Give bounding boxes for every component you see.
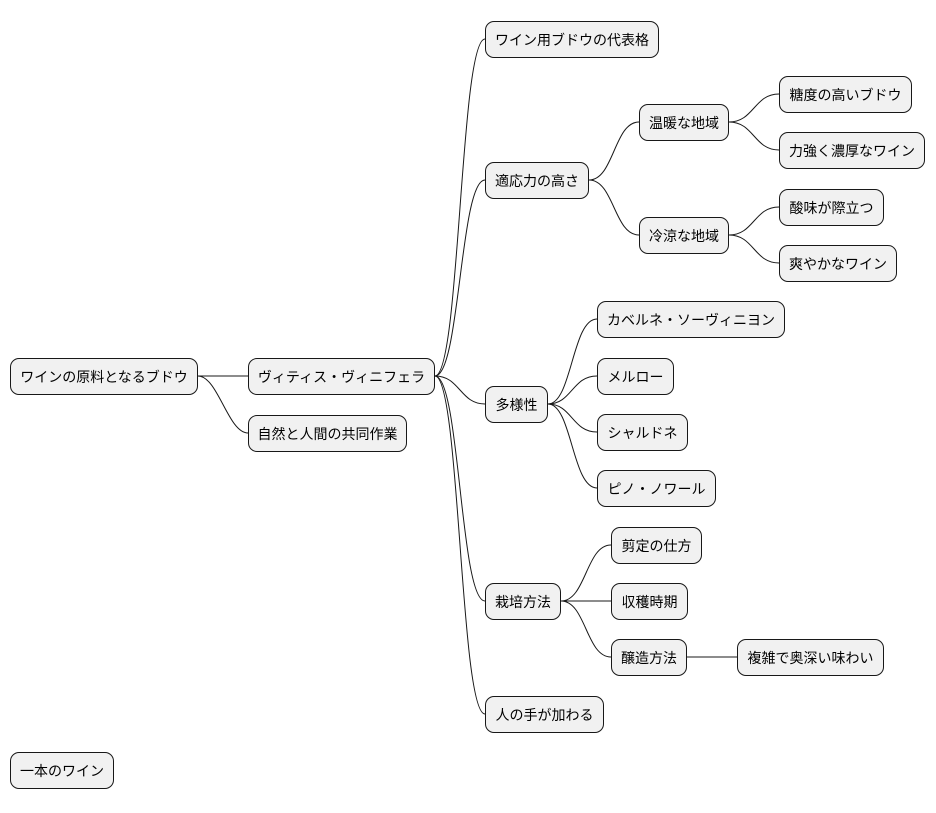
node-representative: ワイン用ブドウの代表格 <box>485 21 659 58</box>
connector-root-collab <box>197 375 249 434</box>
connector-cultivation-pruning <box>560 544 612 602</box>
connector-diversity-pinot <box>547 403 598 489</box>
node-vitis-vinifera: ヴィティス・ヴィニフェラ <box>248 358 435 395</box>
node-root: ワインの原料となるブドウ <box>10 358 198 395</box>
node-harvest: 収穫時期 <box>611 583 688 620</box>
connector-vitis-adapt <box>434 179 486 377</box>
node-rich-wine: 力強く濃厚なワイン <box>779 132 925 169</box>
node-high-sugar: 糖度の高いブドウ <box>779 76 912 113</box>
node-cultivation: 栽培方法 <box>485 583 561 620</box>
node-pruning: 剪定の仕方 <box>611 527 702 564</box>
connector-diversity-cabernet <box>547 318 598 405</box>
connector-diversity-merlot <box>547 375 598 405</box>
node-collaboration: 自然と人間の共同作業 <box>248 415 407 452</box>
node-merlot: メルロー <box>597 358 674 395</box>
connector-diversity-chardonnay <box>547 403 598 433</box>
connector-adapt-cool <box>588 179 640 236</box>
node-cabernet: カベルネ・ソーヴィニヨン <box>597 301 785 338</box>
connector-warm-wine <box>728 121 780 151</box>
connector-vitis-human <box>434 375 486 715</box>
connector-vitis-cultivation <box>434 375 486 602</box>
node-fresh-wine: 爽やかなワイン <box>779 245 897 282</box>
node-acidity: 酸味が際立つ <box>779 189 884 226</box>
connector-adapt-warm <box>588 121 640 181</box>
node-warm-region: 温暖な地域 <box>639 104 729 141</box>
connector-vitis-diversity <box>434 375 486 405</box>
node-complex-taste: 複雑で奥深い味わい <box>737 639 884 676</box>
node-pinot-noir: ピノ・ノワール <box>597 470 716 507</box>
connector-cultivation-brewing <box>560 600 612 658</box>
node-one-bottle: 一本のワイン <box>10 752 114 789</box>
connector-vitis-rep <box>434 38 486 377</box>
connector-cool-acid <box>728 206 780 236</box>
node-cool-region: 冷涼な地域 <box>639 217 729 254</box>
connector-cool-wine <box>728 234 780 264</box>
node-brewing: 醸造方法 <box>611 639 687 676</box>
connector-warm-sugar <box>728 93 780 123</box>
node-adaptability: 適応力の高さ <box>485 162 589 199</box>
node-human-touch: 人の手が加わる <box>485 696 604 733</box>
node-chardonnay: シャルドネ <box>597 414 688 451</box>
node-diversity: 多様性 <box>485 386 548 423</box>
